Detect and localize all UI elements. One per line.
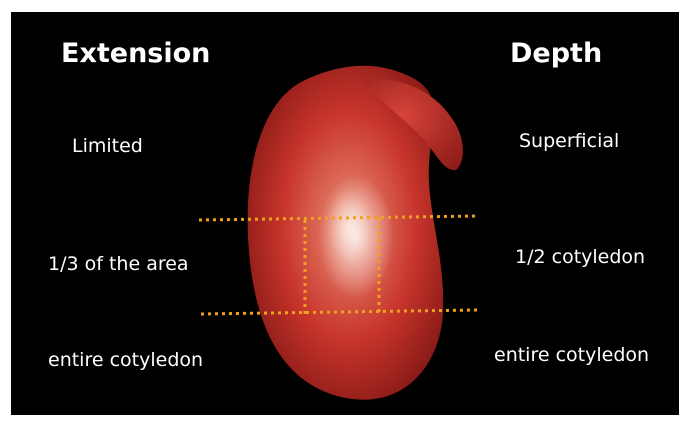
depth-level-3: entire cotyledon [494,344,649,366]
extension-level-2: 1/3 of the area [48,253,189,275]
depth-level-2: 1/2 cotyledon [515,246,645,268]
image-panel: Extension Depth Limited 1/3 of the area … [11,12,679,415]
extension-level-1: Limited [72,135,143,157]
extension-level-3: entire cotyledon [48,349,203,371]
glare-highlight [318,175,394,299]
extension-heading: Extension [61,38,210,69]
depth-heading: Depth [510,38,602,69]
depth-level-1: Superficial [519,130,619,152]
